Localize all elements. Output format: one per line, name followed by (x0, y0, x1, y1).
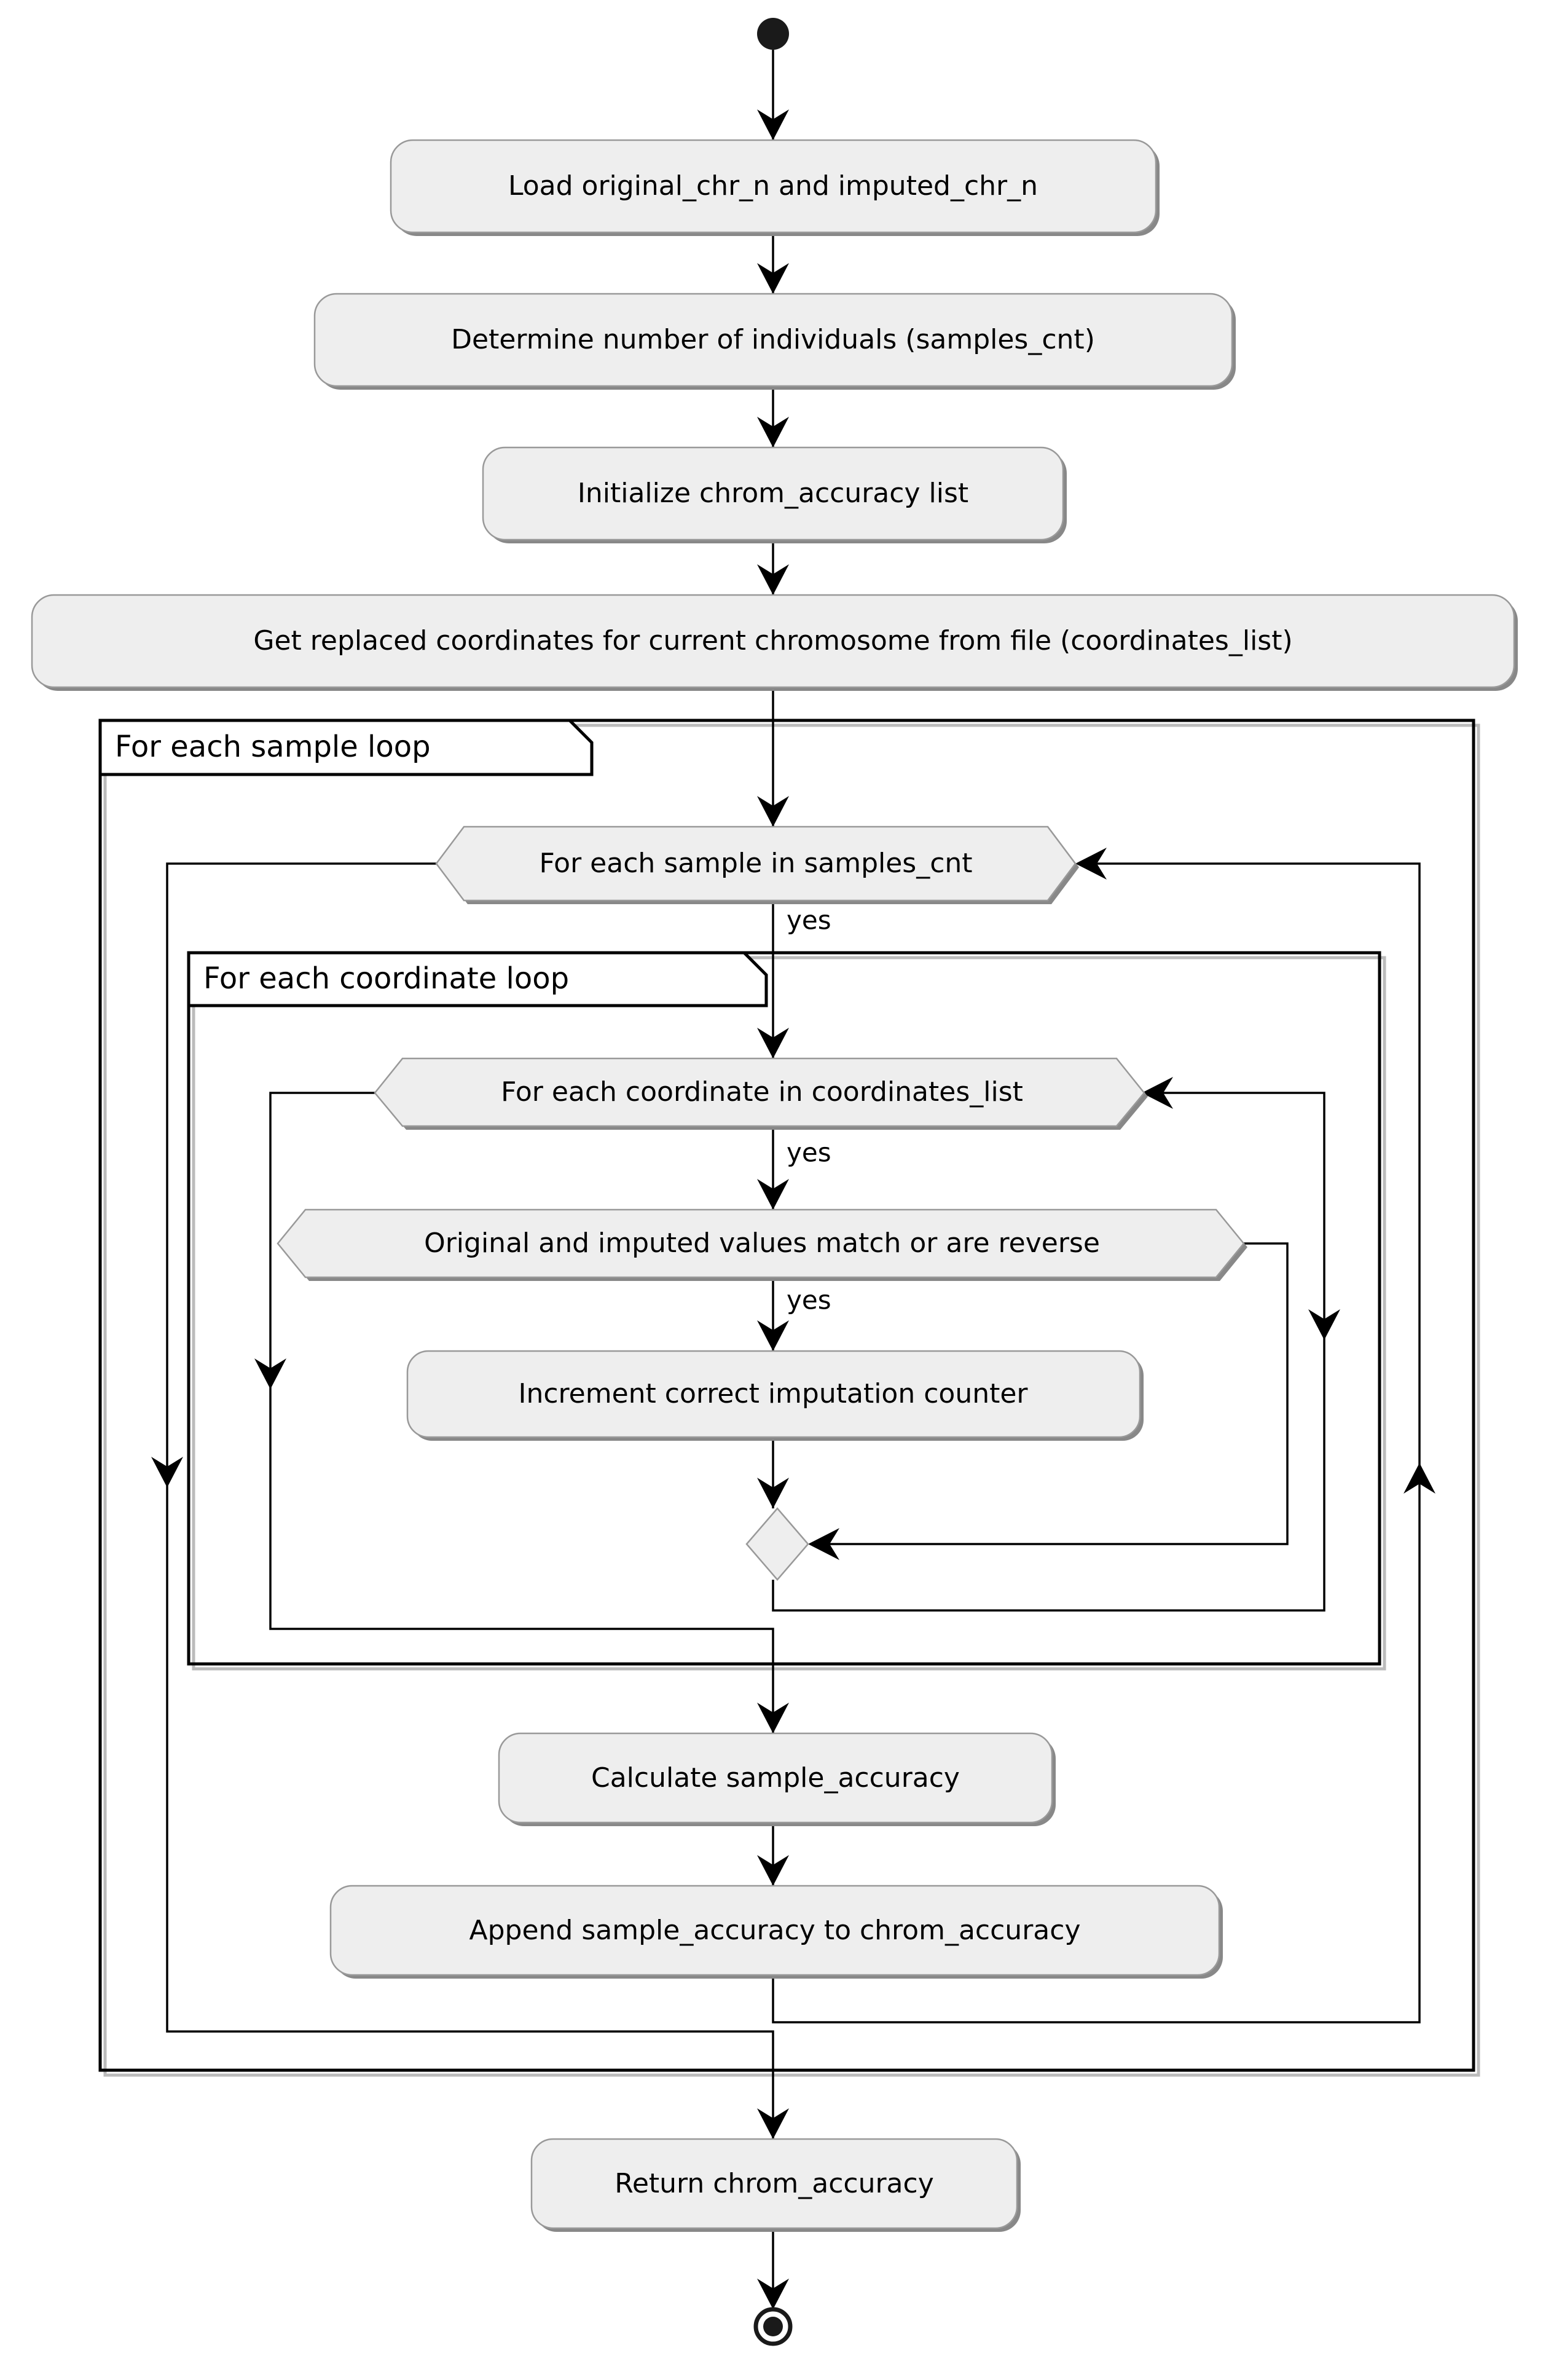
activity-load[interactable]: Load original_chr_n and imputed_chr_n (390, 139, 1160, 236)
edge-match-no-bypass (817, 1242, 1289, 1545)
partition-coordinate-loop-shadow (192, 956, 1386, 1671)
arrowhead-increment-to-merge (757, 1478, 789, 1508)
decision-for-each-sample-label: For each sample in samples_cnt (539, 848, 972, 879)
activity-initialize-label: Initialize chrom_accuracy list (578, 478, 968, 509)
edge-coordinate-no-exit (269, 1092, 774, 1733)
edge-label-coordinate-yes: yes (787, 1138, 831, 1168)
edge-append-to-sample-loopback (772, 862, 1421, 2023)
activity-return-accuracy-box[interactable] (530, 2138, 1018, 2229)
activity-increment-counter-label: Increment correct imputation counter (518, 1378, 1028, 1409)
partition-sample-loop-frame (98, 719, 1475, 2072)
decision-for-each-sample-hexagon[interactable] (435, 826, 1077, 902)
arrowhead-start-to-load (757, 109, 789, 140)
activity-initialize[interactable]: Initialize chrom_accuracy list (482, 446, 1067, 543)
start-node (757, 18, 789, 50)
arrowhead-coordinate-loopback-mid (1308, 1309, 1340, 1340)
activity-initialize-box[interactable] (482, 446, 1064, 541)
arrowhead-sample-loopback-mid (1404, 1463, 1435, 1494)
arrowhead-sample-yes (757, 1028, 789, 1058)
decision-values-match[interactable]: Original and imputed values match or are… (277, 1208, 1247, 1281)
activity-return-accuracy[interactable]: Return chrom_accuracy (530, 2138, 1021, 2232)
partition-coordinate-loop-frame (187, 951, 1381, 1666)
partition-coordinate-loop-title: For each coordinate loop (203, 961, 569, 996)
end-node (753, 2307, 793, 2346)
arrowhead-to-calculate (757, 1703, 789, 1733)
activity-append-accuracy-box[interactable] (329, 1885, 1220, 1976)
activity-load-label: Load original_chr_n and imputed_chr_n (508, 170, 1038, 202)
edges-layer (151, 50, 1435, 2309)
partition-sample-loop-tab (98, 719, 594, 776)
activity-append-accuracy-label: Append sample_accuracy to chrom_accuracy (469, 1915, 1081, 1946)
decision-for-each-coordinate-hexagon[interactable] (374, 1057, 1145, 1127)
arrowhead-coordinate-yes (757, 1179, 789, 1210)
partition-sample-loop: For each sample loop (98, 719, 1480, 2077)
arrowhead-calc-to-append (757, 1855, 789, 1886)
end-node-inner-circle (763, 2317, 783, 2336)
arrowhead-sample-no-exit (151, 1457, 183, 1488)
merge-diamond-shape (745, 1507, 809, 1581)
activity-calculate-accuracy-label: Calculate sample_accuracy (591, 1762, 960, 1794)
activity-get-coordinates-label: Get replaced coordinates for current chr… (253, 625, 1292, 656)
activity-determine-box[interactable] (313, 293, 1233, 387)
edge-sample-no-exit (166, 862, 774, 2139)
activity-calculate-accuracy[interactable]: Calculate sample_accuracy (498, 1732, 1056, 1826)
activity-return-accuracy-label: Return chrom_accuracy (614, 2168, 934, 2199)
arrowhead-load-to-determine (757, 263, 789, 294)
arrowhead-to-return (757, 2108, 789, 2139)
activity-load-box[interactable] (390, 139, 1157, 234)
merge-diamond-node (745, 1507, 809, 1581)
decision-for-each-coordinate-label: For each coordinate in coordinates_list (501, 1076, 1023, 1108)
arrowhead-determine-to-initialize (757, 417, 789, 447)
partition-sample-loop-title: For each sample loop (115, 730, 431, 764)
arrowhead-return-to-end (757, 2279, 789, 2309)
arrowhead-sample-loopback (1075, 848, 1107, 880)
activity-determine-label: Determine number of individuals (samples… (451, 324, 1095, 355)
activity-calculate-accuracy-box[interactable] (498, 1732, 1053, 1824)
activity-increment-counter-box[interactable] (406, 1350, 1141, 1438)
arrowhead-match-no-bypass (808, 1528, 839, 1560)
arrowhead-coordinate-loopback (1142, 1077, 1173, 1109)
partition-coordinate-loop: For each coordinate loop (187, 951, 1386, 1671)
edge-merge-to-coordinate-loopback (772, 1092, 1325, 1612)
arrowhead-match-yes (757, 1320, 789, 1351)
edge-label-match-yes: yes (787, 1285, 831, 1315)
edge-label-sample-yes: yes (787, 905, 831, 936)
activity-increment-counter[interactable]: Increment correct imputation counter (406, 1350, 1144, 1441)
activity-determine[interactable]: Determine number of individuals (samples… (313, 293, 1236, 390)
activity-append-accuracy[interactable]: Append sample_accuracy to chrom_accuracy (329, 1885, 1223, 1979)
decision-values-match-label: Original and imputed values match or are… (424, 1227, 1100, 1259)
decision-for-each-sample[interactable]: For each sample in samples_cnt (435, 826, 1079, 904)
activity-get-coordinates-box[interactable] (31, 594, 1515, 688)
partition-coordinate-loop-tab (187, 951, 768, 1007)
partition-sample-loop-shadow (103, 723, 1480, 2077)
activity-get-coordinates[interactable]: Get replaced coordinates for current chr… (31, 594, 1518, 691)
arrowhead-coordinate-no-exit (254, 1358, 286, 1389)
decision-for-each-coordinate[interactable]: For each coordinate in coordinates_list (374, 1057, 1148, 1130)
decision-values-match-hexagon[interactable] (277, 1208, 1245, 1279)
arrowhead-getcoords-to-sample-decision (757, 796, 789, 827)
start-node-circle (757, 18, 789, 50)
arrowhead-initialize-to-getcoords (757, 564, 789, 595)
